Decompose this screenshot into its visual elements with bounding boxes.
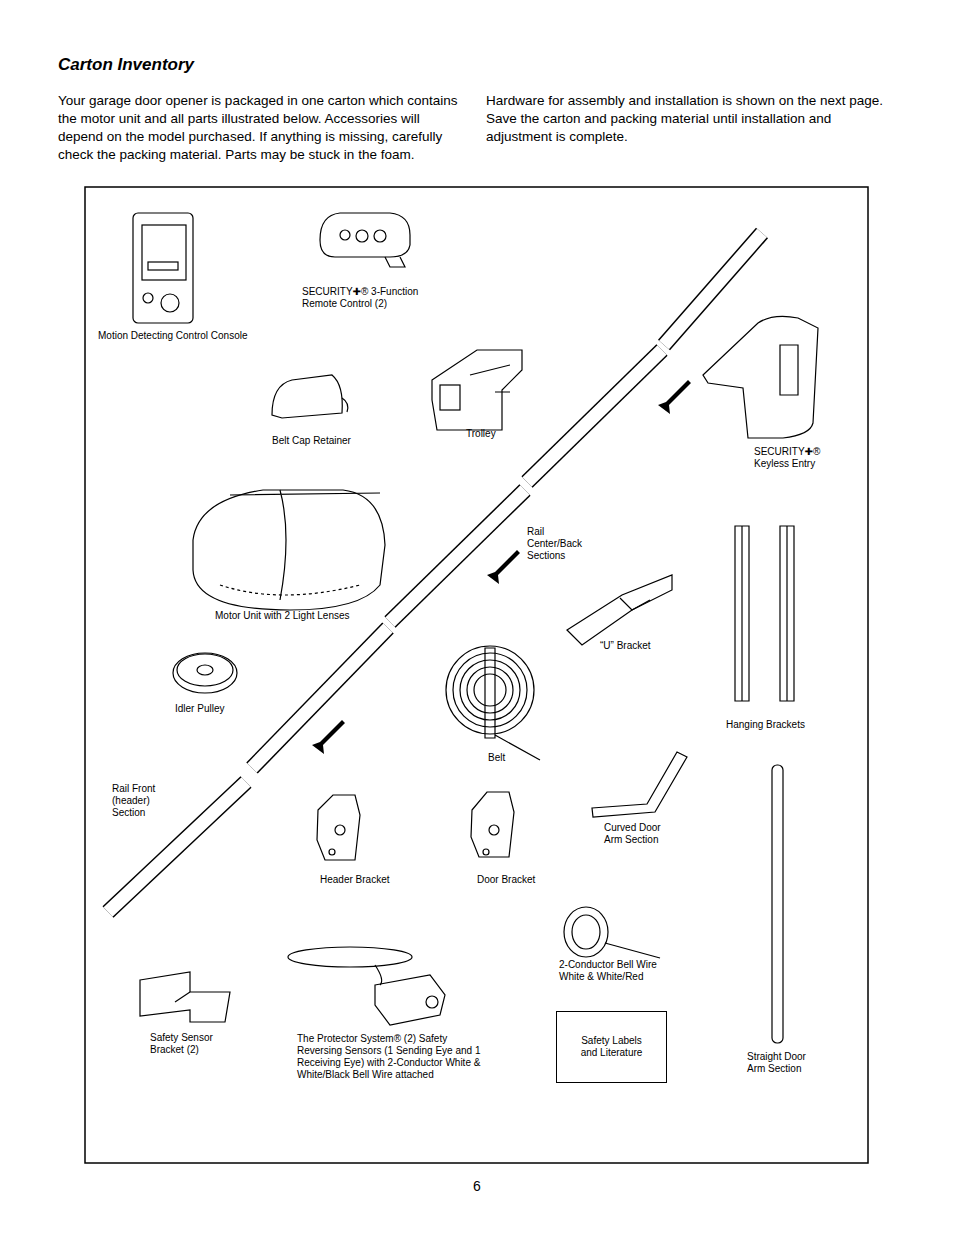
part-name: Rail Center/Back Sections bbox=[527, 526, 589, 562]
part-name: “U” Bracket bbox=[600, 640, 651, 652]
part-name: Header Bracket bbox=[320, 874, 389, 886]
part-name: Motion Detecting Control Console bbox=[98, 330, 248, 342]
part-name: 2-Conductor Bell Wire White & White/Red bbox=[559, 959, 667, 983]
part-name: Belt Cap Retainer bbox=[272, 435, 351, 447]
page-title: Carton Inventory bbox=[58, 55, 194, 75]
part-name: Straight Door Arm Section bbox=[747, 1051, 813, 1075]
part-name: Trolley bbox=[466, 428, 496, 440]
part-name: SECURITY✚® Keyless Entry bbox=[754, 446, 826, 470]
part-name: Rail Front (header) Section bbox=[112, 783, 184, 819]
part-name: Motor Unit with 2 Light Lenses bbox=[215, 610, 350, 622]
box-text: Safety Labels and Literature bbox=[576, 1035, 648, 1059]
part-name: Idler Pulley bbox=[175, 703, 224, 715]
part-name: The Protector System® (2) Safety Reversi… bbox=[297, 1033, 489, 1081]
part-name: Belt bbox=[488, 752, 505, 764]
part-name: Hanging Brackets bbox=[726, 719, 805, 731]
part-name: Safety Sensor Bracket (2) bbox=[150, 1032, 222, 1056]
page-number: 6 bbox=[473, 1178, 481, 1194]
part-name: SECURITY✚® 3-Function Remote Control (2) bbox=[302, 286, 452, 310]
part-name: Door Bracket bbox=[477, 874, 535, 886]
part-name: Curved Door Arm Section bbox=[604, 822, 670, 846]
intro-text: Your garage door opener is packaged in o… bbox=[58, 92, 888, 164]
literature-box: Safety Labels and Literature bbox=[556, 1011, 667, 1083]
